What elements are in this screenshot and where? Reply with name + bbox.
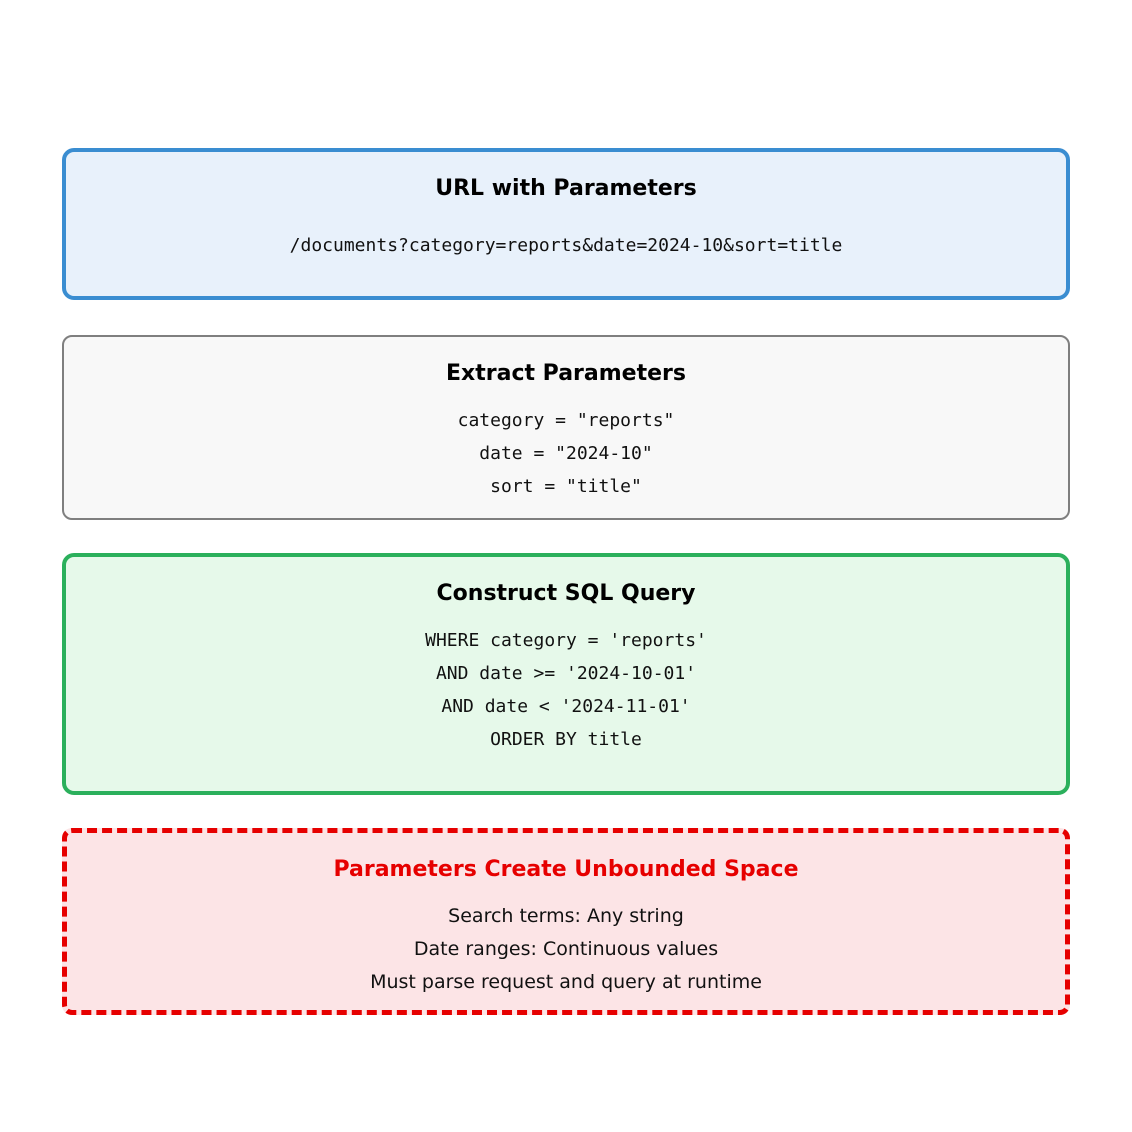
param-date: date = "2024-10" <box>479 443 653 464</box>
sql-order-by: ORDER BY title <box>490 729 642 750</box>
warning-search-terms: Search terms: Any string <box>448 905 684 927</box>
warning-date-ranges: Date ranges: Continuous values <box>413 938 719 960</box>
sql-where-clause: WHERE category = 'reports' <box>425 630 707 651</box>
url-string: /documents?category=reports&date=2024-10… <box>289 235 843 256</box>
box-body: category = "reports" date = "2024-10" so… <box>64 404 1068 503</box>
box-construct-sql-query: Construct SQL Query WHERE category = 're… <box>62 553 1070 795</box>
box-parameters-unbounded-space: Parameters Create Unbounded Space Search… <box>62 828 1070 1015</box>
box-body: WHERE category = 'reports' AND date >= '… <box>66 624 1066 756</box>
box-title: URL with Parameters <box>435 176 697 201</box>
box-body: Search terms: Any string Date ranges: Co… <box>67 900 1065 999</box>
box-title: Construct SQL Query <box>436 581 696 606</box>
warning-runtime-parse: Must parse request and query at runtime <box>370 971 762 993</box>
param-category: category = "reports" <box>457 410 675 431</box>
box-body: /documents?category=reports&date=2024-10… <box>66 229 1066 262</box>
box-extract-parameters: Extract Parameters category = "reports" … <box>62 335 1070 520</box>
param-sort: sort = "title" <box>490 476 642 497</box>
box-url-with-parameters: URL with Parameters /documents?category=… <box>62 148 1070 300</box>
box-title: Parameters Create Unbounded Space <box>333 857 799 882</box>
sql-and-date-gte: AND date >= '2024-10-01' <box>435 663 697 684</box>
sql-and-date-lt: AND date < '2024-11-01' <box>441 696 691 717</box>
box-title: Extract Parameters <box>446 361 686 386</box>
